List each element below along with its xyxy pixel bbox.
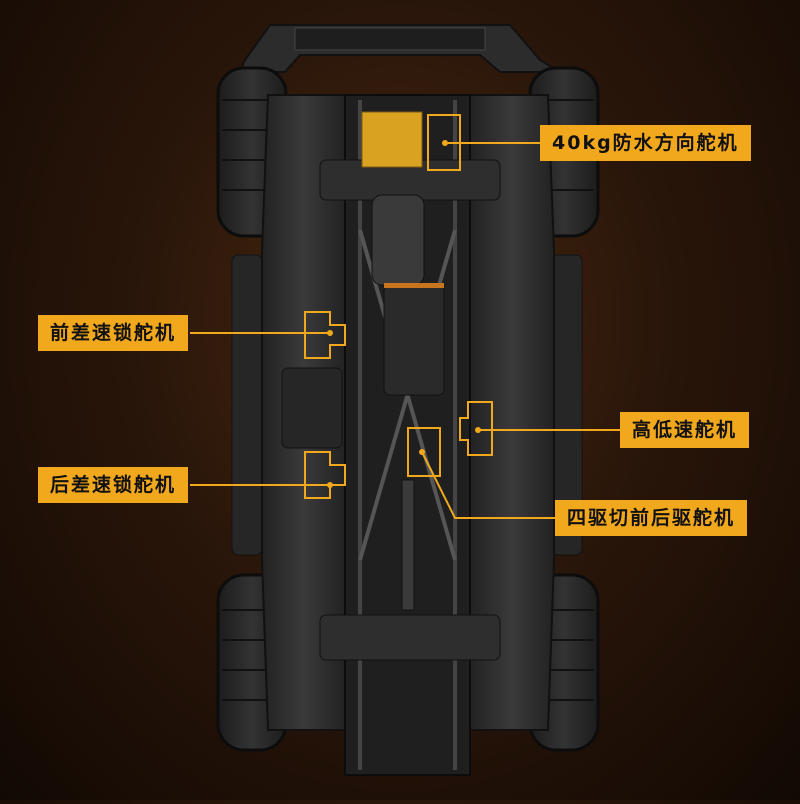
- steering-servo-label: 40kg防水方向舵机: [540, 125, 751, 161]
- rear-diff-lock-label: 后差速锁舵机: [38, 467, 189, 503]
- four-wd-servo-label: 四驱切前后驱舵机: [555, 500, 748, 536]
- high-low-servo-label: 高低速舵机: [620, 412, 750, 448]
- transmission: [383, 284, 445, 396]
- battery-box: [281, 367, 343, 449]
- motor: [371, 194, 425, 286]
- front-diff-lock-label: 前差速锁舵机: [38, 315, 189, 351]
- leader-lines: [190, 142, 620, 519]
- four-wd-servo-outline: [407, 427, 441, 477]
- electronics-board: [361, 111, 423, 168]
- high-low-servo-outline: [459, 401, 493, 456]
- rear-driveshaft: [401, 479, 415, 611]
- left-side-rail: [231, 254, 263, 556]
- rear-diff-lock-servo-outline: [304, 451, 346, 499]
- front-bumper-bar: [294, 27, 486, 51]
- rear-axle: [319, 614, 501, 661]
- front-diff-lock-servo-outline: [304, 311, 346, 359]
